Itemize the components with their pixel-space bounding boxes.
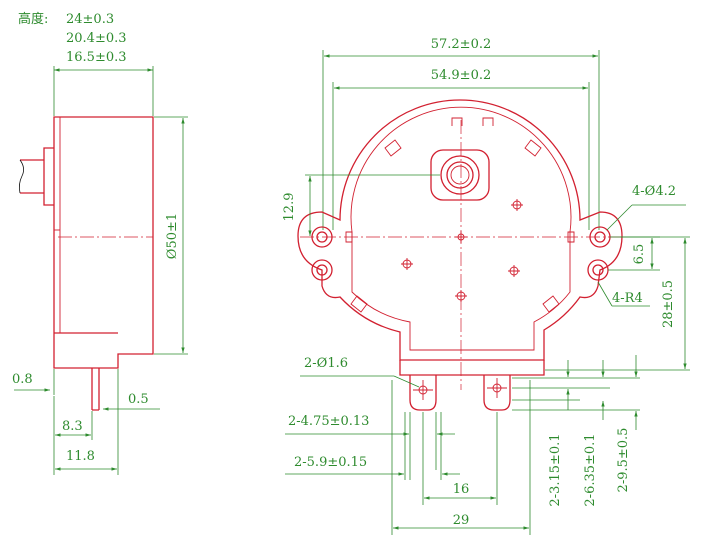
diameter-label: Ø50±1 <box>165 213 180 259</box>
terminal-c-label: 2-9.5±0.5 <box>616 428 631 493</box>
center-to-terminal-label: 28±0.5 <box>661 280 676 328</box>
pin-offset-label: 8.3 <box>62 419 83 434</box>
terminal-outer-label: 2-5.9±0.15 <box>294 455 367 470</box>
front-view: 57.2±0.2 54.9±0.2 <box>282 37 690 535</box>
mount-holes-label: 4-Ø4.2 <box>632 184 676 199</box>
height-value-3: 16.5±0.3 <box>66 50 127 65</box>
shaft-offset-label: 12.9 <box>282 193 297 222</box>
terminal-span-label: 29 <box>453 513 470 528</box>
height-value-1: 24±0.3 <box>66 12 114 27</box>
height-label: 高度: <box>18 11 48 27</box>
terminal-a-label: 2-3.15±0.1 <box>548 433 563 506</box>
terminal-spacing-label: 16 <box>453 482 470 497</box>
terminal-hole-label: 2-Ø1.6 <box>304 356 348 371</box>
side-view: Ø50±1 0.8 0.5 8.3 11.8 <box>12 66 188 475</box>
lug-radius-label: 4-R4 <box>612 291 643 306</box>
terminal-b-label: 2-6.35±0.1 <box>583 433 598 506</box>
pin-thickness-label: 0.5 <box>128 392 149 407</box>
height-value-2: 20.4±0.3 <box>66 31 127 46</box>
plate-thickness-label: 0.8 <box>12 372 33 387</box>
lug-pitch-label: 6.5 <box>632 244 647 265</box>
bolt-marks <box>401 199 523 302</box>
body-depth-label: 11.8 <box>66 449 95 464</box>
hole-spacing-label: 54.9±0.2 <box>431 68 492 83</box>
terminal-width-label: 2-4.75±0.13 <box>288 414 369 429</box>
overall-width-label: 57.2±0.2 <box>431 37 492 52</box>
height-notes: 高度: 24±0.3 20.4±0.3 16.5±0.3 <box>18 11 127 65</box>
